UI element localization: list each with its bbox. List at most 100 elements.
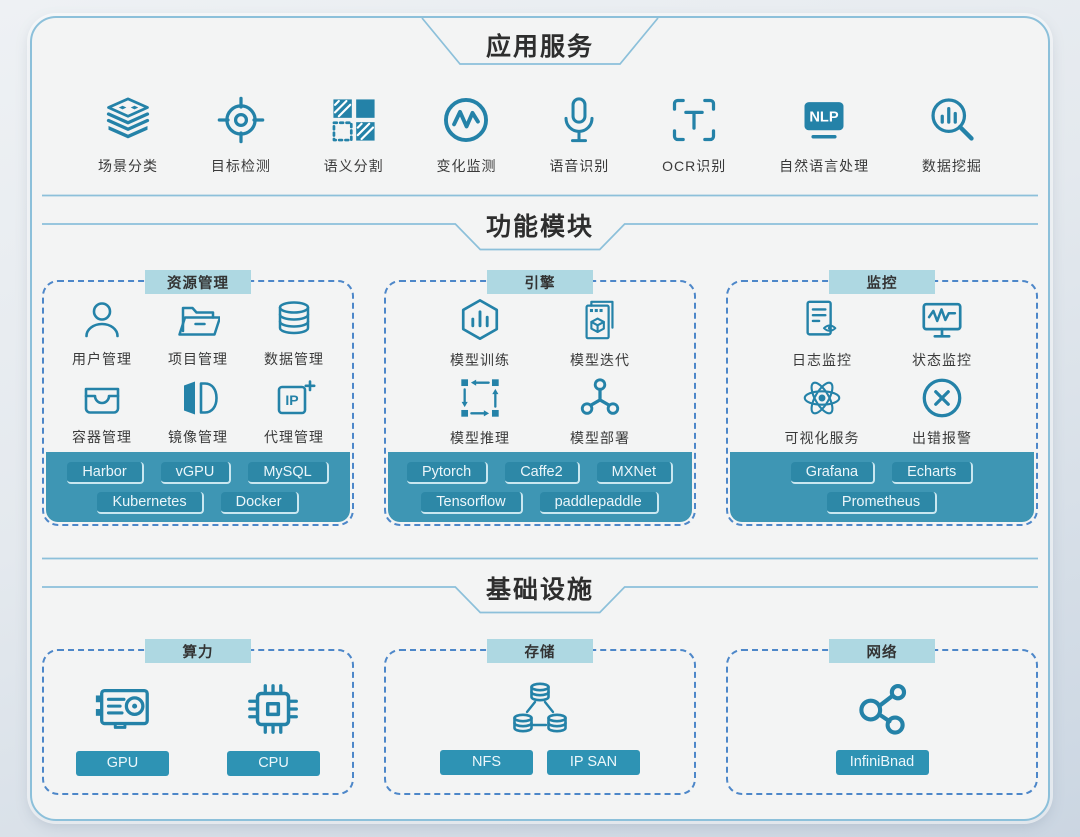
app-item-object-detection: 目标检测 — [211, 94, 271, 176]
gpu-card-icon — [95, 688, 149, 729]
cell-label: 项目管理 — [168, 350, 228, 367]
user-icon — [85, 301, 119, 337]
diagram-panel: 应用服务 场景分类 目标检测 — [30, 16, 1050, 821]
tag-row: Prometheus — [730, 492, 1034, 514]
monitoring-box: 监控 日志监控 状态监 — [726, 270, 1038, 526]
storage-buttons: NFS IP SAN — [440, 749, 640, 775]
model-iteration-icon — [585, 300, 614, 339]
app-item-label: 目标检测 — [210, 158, 271, 174]
nlp-icon: NLP — [804, 102, 844, 139]
storage-content: NFS IP SAN — [386, 651, 694, 793]
storage-column: NFS IP SAN — [440, 680, 640, 775]
cell-label: 模型部署 — [570, 429, 630, 446]
status-monitoring-icon — [922, 302, 962, 338]
function-boxes-row: 资源管理 用户管理 项目管理 — [32, 252, 1048, 526]
tech-tag: vGPU — [160, 462, 232, 484]
cell-project-management: 项目管理 — [168, 298, 228, 369]
tech-tag: Grafana — [790, 462, 876, 484]
header-lines — [42, 557, 1038, 614]
cell-model-deployment: 模型部署 — [570, 375, 630, 448]
app-item-label: 自然语言处理 — [779, 158, 870, 174]
cell-model-training: 模型训练 — [450, 297, 510, 370]
cell-proxy-management: IP 代理管理 — [264, 376, 324, 447]
cell-label: 状态监控 — [912, 351, 972, 368]
tech-tag: paddlepaddle — [539, 492, 659, 514]
resource-grid: 用户管理 项目管理 — [44, 294, 352, 450]
container-icon — [84, 387, 120, 414]
visualization-icon — [803, 381, 841, 414]
monitoring-grid: 日志监控 状态监控 — [728, 294, 1036, 450]
tech-tag: Echarts — [892, 462, 974, 484]
ip-proxy-icon: IP — [277, 379, 316, 414]
cell-error-alert: 出错报警 — [912, 375, 972, 448]
model-deployment-icon — [580, 377, 620, 415]
cell-log-monitoring: 日志监控 — [792, 297, 852, 370]
app-item-scene-classification: 场景分类 — [98, 94, 158, 176]
app-item-ocr: OCR识别 — [662, 94, 726, 176]
tag-row: Pytorch Caffe2 MXNet — [388, 462, 692, 484]
tech-tag: Prometheus — [826, 492, 938, 514]
cell-label: 代理管理 — [264, 428, 324, 445]
cpu-column: CPU — [227, 679, 320, 776]
app-item-data-mining: 数据挖掘 — [922, 94, 982, 176]
resource-management-box: 资源管理 用户管理 项目管理 — [42, 270, 354, 526]
tech-tag: Harbor — [67, 462, 144, 484]
box-tab: 算力 — [145, 639, 251, 663]
section-title-func: 功能模块 — [485, 213, 595, 241]
network-column: InfiniBnad — [835, 680, 929, 775]
log-monitoring-icon — [806, 300, 837, 336]
error-alert-icon — [922, 378, 962, 417]
change-monitoring-icon — [444, 98, 489, 142]
tech-tag: Kubernetes — [97, 492, 204, 514]
object-detection-icon — [217, 96, 265, 144]
engine-tags-band: Pytorch Caffe2 MXNet Tensorflow paddlepa… — [388, 452, 692, 522]
cell-model-iteration: 模型迭代 — [570, 297, 630, 370]
tech-tag: Docker — [220, 492, 299, 514]
cell-data-management: 数据管理 — [264, 298, 324, 369]
cell-label: 模型迭代 — [570, 351, 630, 368]
tag-row: Kubernetes Docker — [46, 492, 350, 514]
box-tab: 网络 — [829, 639, 935, 663]
header-trapezoid — [421, 18, 659, 65]
nlp-icon-text: NLP — [809, 110, 838, 126]
semantic-segmentation-icon — [332, 99, 375, 142]
app-item-speech-recognition: 语音识别 — [549, 94, 609, 176]
box-tab: 引擎 — [487, 270, 593, 294]
app-item-label: 数据挖掘 — [921, 158, 982, 174]
box-tab: 资源管理 — [145, 270, 251, 294]
storage-box: 存储 NFS — [384, 639, 696, 795]
tag-row: Tensorflow paddlepaddle — [388, 492, 692, 514]
compute-box: 算力 GPU — [42, 639, 354, 795]
cell-label: 模型推理 — [450, 429, 510, 446]
app-item-label: 变化监测 — [436, 158, 497, 174]
infrastructure-header: 基础设施 — [42, 557, 1038, 615]
scene-classification-icon — [106, 97, 150, 139]
app-services-header: 应用服务 — [32, 18, 1048, 68]
cell-mirror-management: 镜像管理 — [168, 376, 228, 447]
tech-tag: Tensorflow — [421, 492, 523, 514]
network-share-icon — [859, 683, 907, 735]
cell-visualization-service: 可视化服务 — [785, 375, 860, 448]
data-mining-icon — [931, 98, 974, 141]
resource-tags-band: Harbor vGPU MySQL Kubernetes Docker — [46, 452, 350, 522]
nfs-button: NFS — [440, 749, 533, 775]
storage-cluster-icon — [513, 681, 567, 732]
box-tab: 存储 — [487, 639, 593, 663]
speech-recognition-icon — [564, 97, 594, 143]
infiniband-button: InfiniBnad — [835, 749, 929, 775]
cpu-chip-icon — [247, 683, 298, 734]
gpu-column: GPU — [76, 679, 169, 776]
app-item-label: 场景分类 — [98, 158, 158, 174]
app-item-label: OCR识别 — [662, 158, 727, 174]
folder-icon — [178, 306, 220, 336]
app-item-semantic-segmentation: 语义分割 — [324, 94, 384, 176]
cell-label: 日志监控 — [792, 351, 852, 368]
tech-tag: MXNet — [596, 462, 673, 484]
ip-icon-text: IP — [285, 392, 298, 408]
compute-content: GPU CPU — [44, 651, 352, 793]
network-box: 网络 InfiniBnad — [726, 639, 1038, 795]
tech-tag: MySQL — [248, 462, 329, 484]
tech-tag: Caffe2 — [505, 462, 580, 484]
cell-model-inference: 模型推理 — [450, 375, 510, 448]
cell-label: 出错报警 — [912, 429, 972, 446]
